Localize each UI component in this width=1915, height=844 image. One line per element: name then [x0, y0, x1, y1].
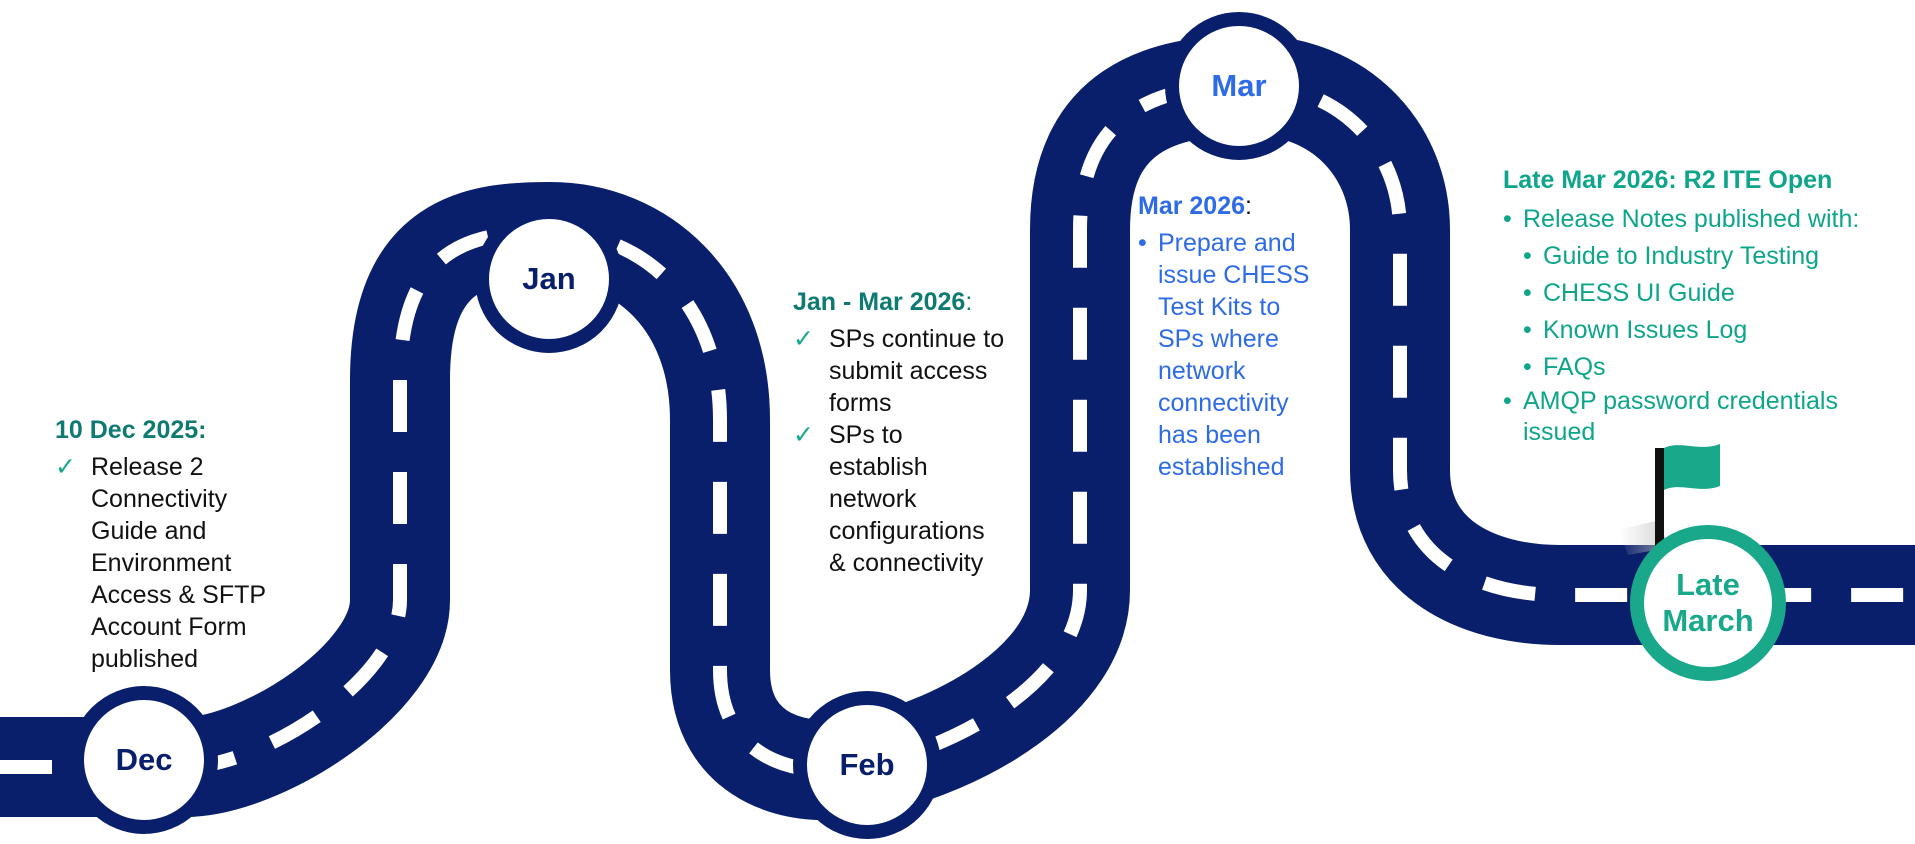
bullet-icon: • [1523, 279, 1532, 307]
list-item: •Prepare and issue CHESS Test Kits to SP… [1138, 229, 1310, 481]
month-node-jan: Jan [475, 205, 623, 353]
bullet-icon: • [1138, 229, 1147, 257]
milestone-late-mar-list: •Release Notes published with: •Guide to… [1503, 201, 1908, 448]
checkmark-icon: ✓ [793, 421, 814, 449]
list-item: ✓SPs to establish network configurations… [793, 421, 985, 577]
month-label-dec: Dec [115, 742, 173, 777]
milestone-late-mar: Late Mar 2026: R2 ITE Open •Release Note… [1503, 164, 1908, 448]
flag-icon [1664, 444, 1720, 490]
month-label-jan: Jan [522, 261, 576, 296]
milestone-dec-list: ✓Release 2 Connectivity Guide and Enviro… [55, 451, 295, 675]
bullet-icon: • [1503, 205, 1512, 233]
month-node-feb: Feb [793, 691, 941, 839]
month-node-dec: Dec [70, 686, 218, 834]
bullet-icon: • [1523, 353, 1532, 381]
list-item: ✓SPs continue to submit access forms [793, 325, 1005, 417]
bullet-icon: • [1503, 387, 1512, 415]
month-node-mar: Mar [1165, 12, 1313, 160]
list-item: •AMQP password credentials issued [1503, 387, 1838, 446]
milestone-mar-heading: Mar 2026: [1138, 192, 1252, 220]
milestone-dec-heading: 10 Dec 2025: [55, 416, 207, 444]
milestone-late-mar-sublist: •Guide to Industry Testing •CHESS UI Gui… [1523, 238, 1908, 386]
milestone-dec: 10 Dec 2025: ✓Release 2 Connectivity Gui… [55, 414, 295, 675]
list-item: ✓Release 2 Connectivity Guide and Enviro… [55, 453, 266, 673]
list-item: •FAQs [1523, 349, 1908, 386]
bullet-icon: • [1523, 316, 1532, 344]
list-item: •Known Issues Log [1523, 312, 1908, 349]
milestone-mar-list: •Prepare and issue CHESS Test Kits to SP… [1138, 227, 1328, 483]
checkmark-icon: ✓ [55, 453, 76, 481]
milestone-late-mar-heading: Late Mar 2026: R2 ITE Open [1503, 166, 1833, 194]
checkmark-icon: ✓ [793, 325, 814, 353]
bullet-icon: • [1523, 242, 1532, 270]
milestone-jan-mar: Jan - Mar 2026: ✓SPs continue to submit … [793, 286, 1008, 579]
month-label-mar: Mar [1211, 68, 1267, 103]
list-item: •Guide to Industry Testing [1523, 238, 1908, 275]
list-item: •CHESS UI Guide [1523, 275, 1908, 312]
milestone-jan-mar-list: ✓SPs continue to submit access forms ✓SP… [793, 323, 1008, 579]
month-node-late-march: Late March [1630, 525, 1786, 681]
month-label-late-march: Late March [1662, 567, 1754, 638]
milestone-mar: Mar 2026: •Prepare and issue CHESS Test … [1138, 190, 1328, 483]
month-label-feb: Feb [839, 747, 895, 782]
milestone-jan-mar-heading: Jan - Mar 2026: [793, 288, 973, 316]
list-item: •Release Notes published with: •Guide to… [1503, 201, 1908, 386]
flag-pole [1655, 448, 1664, 568]
